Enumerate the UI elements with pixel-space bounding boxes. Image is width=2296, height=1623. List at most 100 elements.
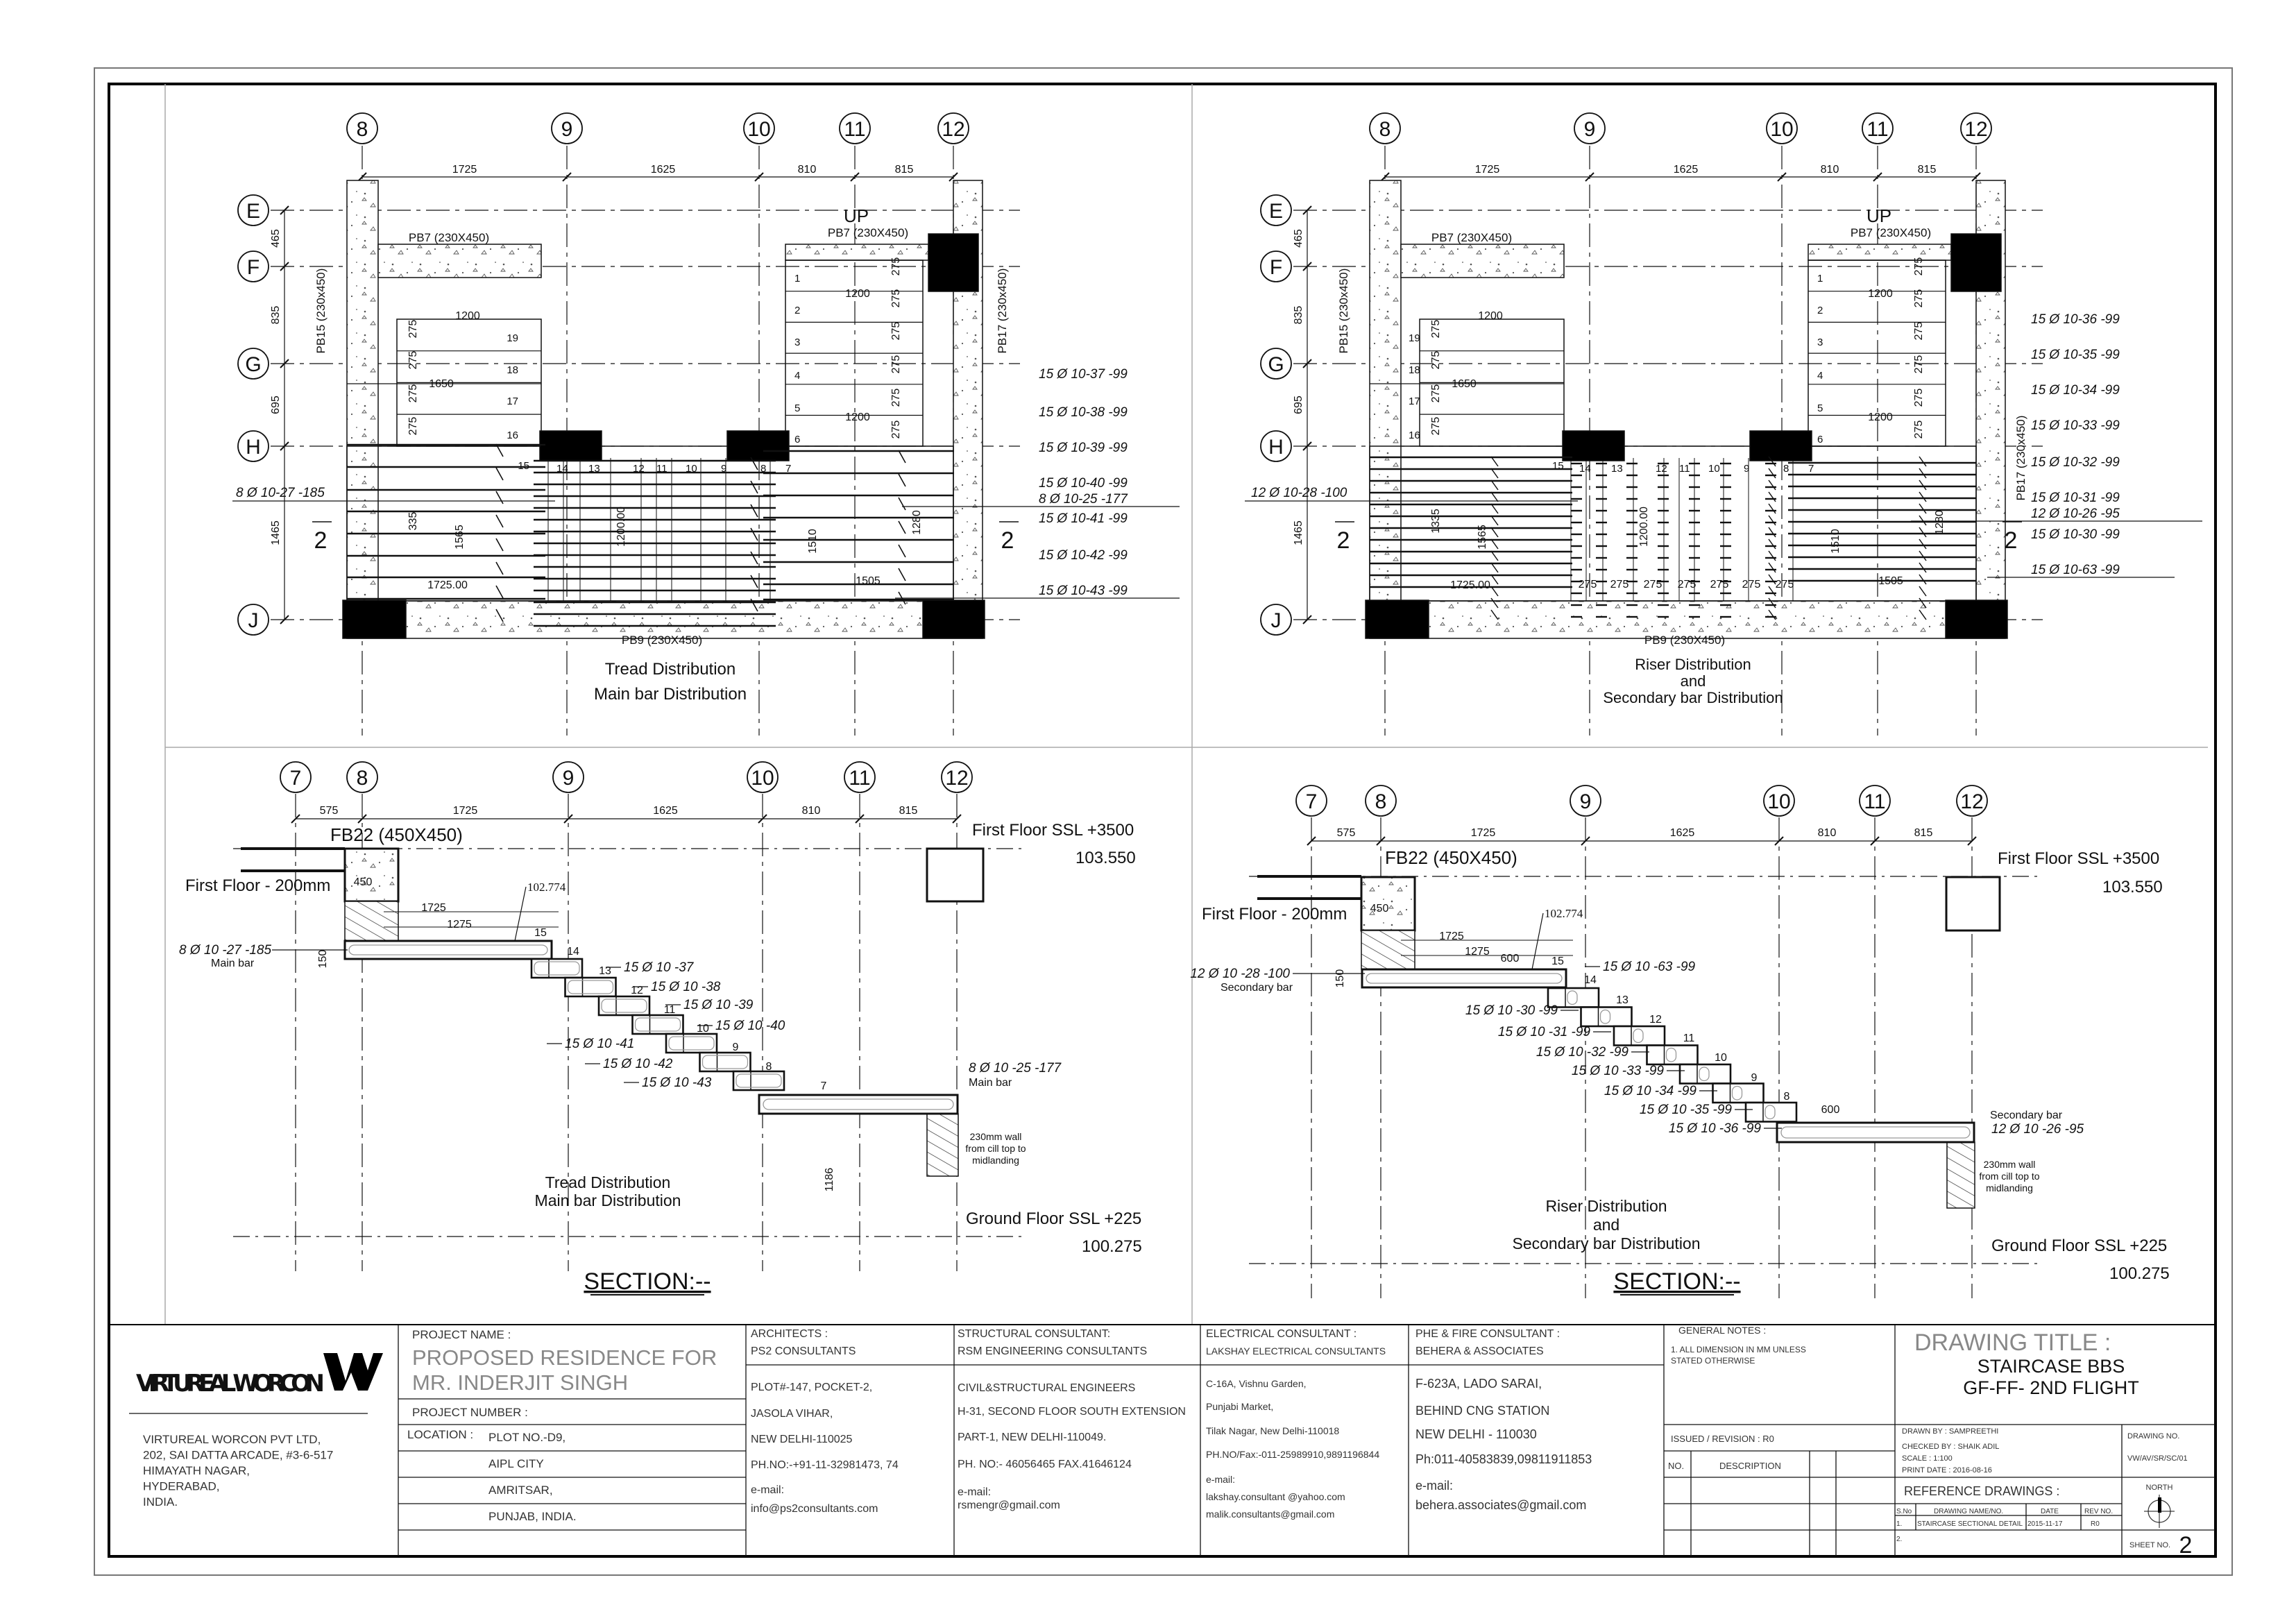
step-number: 10 [1715, 1052, 1727, 1064]
consultant-name: RSM ENGINEERING CONSULTANTS [958, 1345, 1147, 1357]
rebar-tick [1490, 574, 1499, 585]
grid-col-label: 8 [357, 767, 368, 790]
grid-bubble [237, 348, 269, 380]
step-number: 7 [1808, 463, 1814, 475]
beam-label: FB22 (450X450) [1385, 847, 1517, 868]
reference-cell: STAIRCASE SECTIONAL DETAIL [1917, 1520, 2023, 1528]
level-mark: 102.774 [527, 881, 566, 894]
column [1749, 430, 1812, 461]
step-number: 11 [1683, 1033, 1695, 1044]
grid-bubble [1763, 785, 1795, 817]
grid-col-label: 8 [1379, 118, 1391, 141]
north-arrow-icon [2144, 1495, 2175, 1528]
bar-mark: 15 Ø 10-30 -99 [2031, 527, 2120, 542]
dimension-tick [949, 172, 958, 182]
rebar-tick [898, 450, 906, 464]
step-number: 12 [631, 985, 643, 996]
grid-col-label: 10 [1770, 118, 1793, 141]
rebar-tick [1768, 491, 1776, 502]
dimension-tick [1376, 836, 1386, 846]
level-mark: 102.774 [1545, 907, 1583, 920]
grid-bubble [1570, 785, 1601, 817]
column-dimension: 575 [320, 805, 339, 817]
rebar-loop [567, 980, 614, 994]
beam-label: PB17 (230x450) [996, 269, 1009, 354]
revision-header: DESCRIPTION [1719, 1461, 1781, 1471]
beam-label: PB17 (230x450) [2014, 416, 2027, 501]
rebar-tick [1768, 468, 1776, 479]
bar-mark: 8 Ø 10 -27 -185 [179, 943, 272, 958]
dimension-tick [1302, 615, 1312, 624]
grid-col-label: 9 [1584, 118, 1596, 141]
rebar-tick [1919, 527, 1927, 538]
rebar-tick [1768, 550, 1776, 561]
company-address-line: 202, SAI DATTA ARCADE, #3-6-517 [143, 1449, 333, 1462]
column-dimension: 1625 [1674, 164, 1699, 176]
rebar-loop [763, 1098, 954, 1110]
riser-dimension: 275 [1430, 320, 1442, 339]
column-dimension: 1725 [453, 805, 478, 817]
rebar-tick [1490, 456, 1499, 467]
grid-bubble [237, 604, 269, 636]
wall-note: 230mm wall [970, 1131, 1022, 1142]
beam-right [926, 847, 985, 903]
step-number: 12 [633, 463, 645, 475]
beam-label: PB15 (230x450) [314, 269, 328, 354]
wall-pb15 [1369, 180, 1402, 602]
view-caption: Secondary bar Distribution [1512, 1234, 1700, 1252]
rebar-tick [495, 491, 504, 504]
step-number: 14 [556, 463, 568, 475]
step-number: 16 [507, 430, 518, 441]
consultant-detail: e-mail: [751, 1484, 784, 1496]
step-number: 6 [1817, 434, 1823, 445]
grid-col-label: 8 [357, 118, 368, 141]
bar-mark: 15 Ø 10 -30 -99 [1465, 1003, 1558, 1018]
rebar-tick [898, 497, 906, 511]
consultant-name: BEHERA & ASSOCIATES [1415, 1345, 1544, 1357]
reference-drawings-label: REFERENCE DRAWINGS : [1904, 1484, 2059, 1498]
bar-mark: 15 Ø 10 -37 [624, 960, 695, 975]
grid-bubble [1260, 348, 1292, 380]
grid-row-label: F [1270, 256, 1282, 279]
column-dimension: 815 [1914, 827, 1933, 839]
step-number: 13 [588, 463, 600, 475]
consultant-detail: NEW DELHI-110025 [751, 1434, 853, 1445]
rebar-tick [1490, 491, 1499, 502]
rebar-tick [1490, 562, 1499, 573]
grid-col-label: 11 [844, 118, 865, 141]
riser-dimension: 275 [890, 355, 902, 374]
section-title: SECTION:-- [1613, 1268, 1740, 1295]
riser-dimension: 275 [407, 384, 419, 403]
consultant-detail: JASOLA VIHAR, [751, 1408, 833, 1420]
riser-dimension: 275 [407, 417, 419, 436]
dimension-text: 1725 [1439, 931, 1464, 942]
rebar-tick [1919, 574, 1927, 585]
consultant-detail: info@ps2consultants.com [751, 1503, 878, 1515]
wall-note: from cill top to [965, 1143, 1026, 1154]
reference-header: DRAWING NAME/NO. [1934, 1508, 2003, 1515]
dimension-text: 1200 [1868, 411, 1893, 423]
row-dimension: 695 [270, 396, 282, 414]
grid-col-label: 11 [1866, 118, 1888, 141]
dimension-text: 150 [1334, 969, 1346, 988]
rebar-tick [495, 585, 504, 599]
dimension-text: 1725 [421, 902, 446, 914]
rebar-tick [1919, 586, 1927, 597]
bar-note: Secondary bar [1221, 982, 1293, 994]
step-number: 9 [1744, 463, 1749, 475]
project-name: MR. INDERJIT SINGH [412, 1370, 628, 1395]
wall-note: 230mm wall [1984, 1159, 2036, 1170]
riser-dimension: 275 [890, 289, 902, 308]
company-address-line: HIMAYATH NAGAR, [143, 1464, 250, 1477]
step-number: 1 [794, 273, 800, 284]
bar-mark: 12 Ø 10 -28 -100 [1190, 967, 1290, 981]
riser-dimension: 275 [890, 322, 902, 341]
dimension-text: 1275 [1465, 946, 1490, 958]
rebar-loop [1599, 1009, 1611, 1024]
reference-header: REV NO. [2084, 1508, 2113, 1515]
step-number: 15 [1551, 955, 1564, 967]
dimension-text: 150 [317, 950, 329, 969]
